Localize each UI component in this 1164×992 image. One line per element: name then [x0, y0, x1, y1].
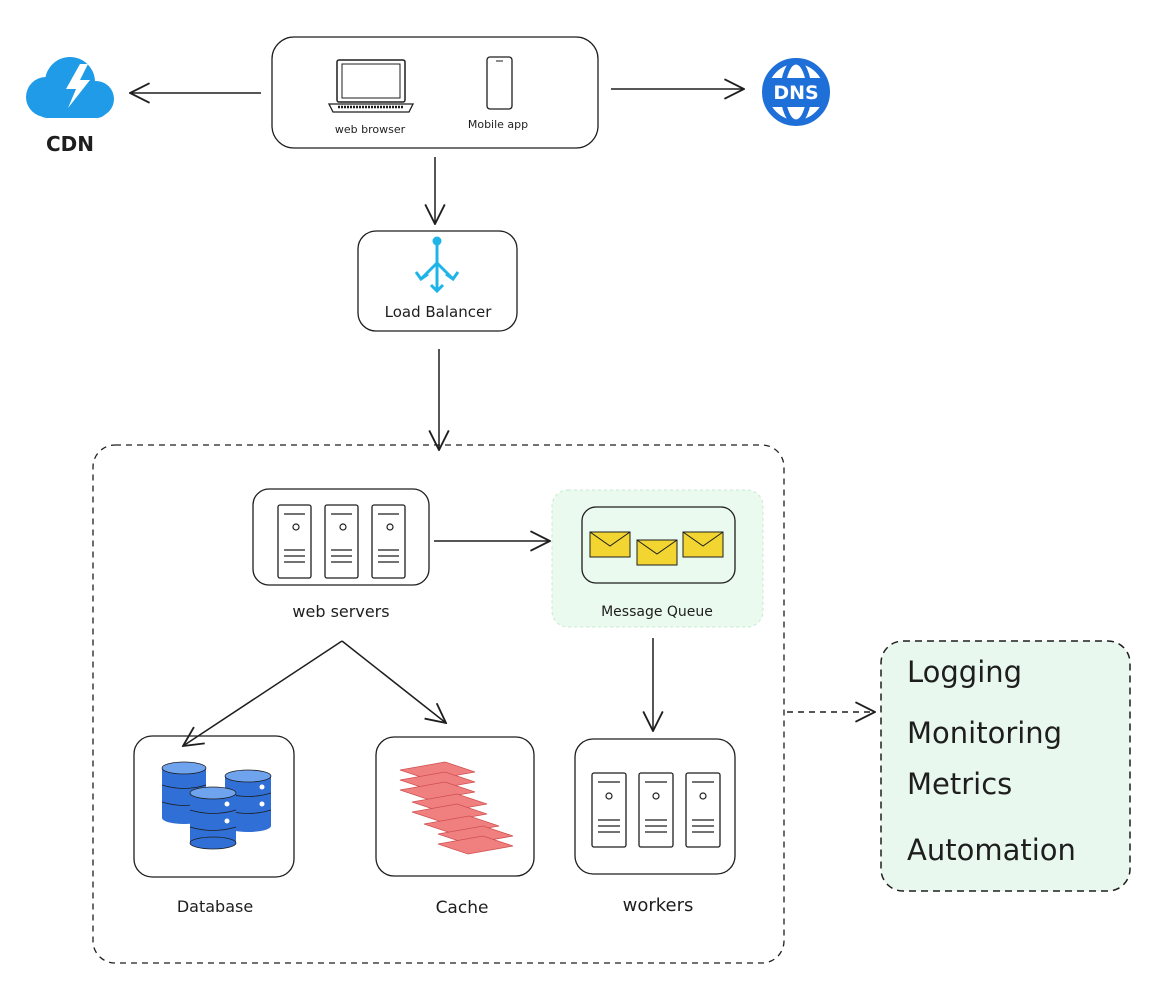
ops-item-monitoring: Monitoring — [907, 716, 1062, 750]
cdn-label: CDN — [46, 132, 94, 156]
web-servers-node: web servers — [252, 488, 430, 621]
load-balancer-label: Load Balancer — [385, 303, 493, 321]
cache-node: Cache — [375, 736, 535, 918]
workers-node: workers — [574, 738, 736, 916]
dns-node: DNS — [762, 58, 830, 126]
database-cylinders-icon — [161, 761, 272, 850]
ops-panel: Logging Monitoring Metrics Automation — [880, 640, 1131, 892]
mobile-app-label: Mobile app — [468, 118, 528, 131]
dns-label: DNS — [773, 82, 818, 104]
database-label: Database — [177, 897, 253, 916]
cache-label: Cache — [436, 898, 489, 918]
server-rack-icon — [277, 504, 406, 579]
cloud-lightning-icon — [26, 57, 114, 118]
edge-web-servers-to-database — [183, 640, 343, 746]
message-queue-node: Message Queue — [551, 489, 764, 628]
envelope-icon — [589, 531, 631, 558]
server-rack-icon — [591, 772, 721, 848]
laptop-icon — [327, 59, 415, 113]
dns-globe-icon — [762, 58, 830, 126]
ops-item-automation: Automation — [907, 833, 1076, 867]
workers-label: workers — [623, 895, 694, 916]
clients-box: web browser Mobile app — [271, 36, 599, 149]
cache-layers-icon — [399, 761, 514, 855]
envelope-icon — [636, 539, 678, 566]
web-browser-label: web browser — [335, 123, 406, 136]
envelope-icon — [682, 531, 724, 558]
ops-item-logging: Logging — [907, 655, 1022, 689]
web-servers-label: web servers — [292, 602, 389, 621]
message-queue-label: Message Queue — [601, 604, 713, 620]
load-balancer-node: Load Balancer — [357, 230, 518, 332]
mobile-phone-icon — [486, 56, 513, 110]
cdn-node: CDN — [26, 57, 114, 156]
ops-item-metrics: Metrics — [907, 767, 1012, 801]
database-node: Database — [133, 735, 295, 916]
edge-web-servers-to-cache — [341, 640, 446, 723]
load-balancer-icon — [414, 236, 460, 294]
